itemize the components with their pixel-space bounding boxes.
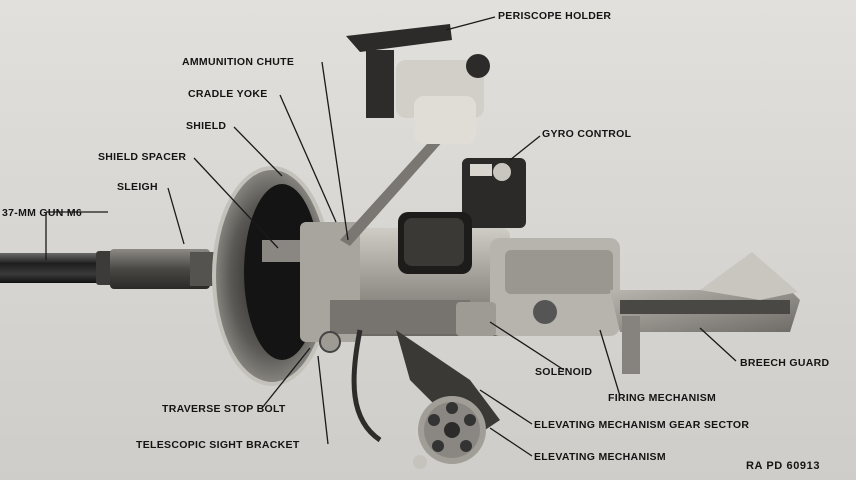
label-shield: SHIELD bbox=[186, 120, 227, 132]
periscope-holder bbox=[346, 24, 490, 144]
gyro-control-unit bbox=[398, 158, 526, 274]
firing-mechanism-housing bbox=[490, 238, 620, 336]
label-shield-spacer: SHIELD SPACER bbox=[98, 151, 187, 163]
label-sleigh: SLEIGH bbox=[117, 181, 158, 193]
label-gyro-control: GYRO CONTROL bbox=[542, 128, 632, 140]
gun-barrel bbox=[0, 249, 230, 289]
label-solenoid: SOLENOID bbox=[535, 366, 593, 378]
label-traverse-stop-bolt: TRAVERSE STOP BOLT bbox=[162, 403, 286, 415]
label-elevating-mechanism: ELEVATING MECHANISM bbox=[534, 451, 666, 463]
label-firing-mechanism: FIRING MECHANISM bbox=[608, 392, 717, 404]
elevating-assembly bbox=[351, 302, 500, 469]
label-gun: 37-MM GUN M6 bbox=[2, 207, 83, 219]
label-periscope-holder: PERISCOPE HOLDER bbox=[498, 10, 612, 22]
label-elevating-gear-sector: ELEVATING MECHANISM GEAR SECTOR bbox=[534, 419, 750, 431]
label-telescopic-sight-bracket: TELESCOPIC SIGHT BRACKET bbox=[136, 439, 300, 451]
ammunition-chute bbox=[340, 134, 444, 246]
label-ammunition-chute: AMMUNITION CHUTE bbox=[182, 56, 295, 68]
label-cradle-yoke: CRADLE YOKE bbox=[188, 88, 268, 100]
leader-lines bbox=[45, 16, 737, 457]
plate-id: RA PD 60913 bbox=[746, 460, 821, 472]
label-breech-guard: BREECH GUARD bbox=[740, 357, 830, 369]
breech-guard bbox=[610, 252, 800, 374]
